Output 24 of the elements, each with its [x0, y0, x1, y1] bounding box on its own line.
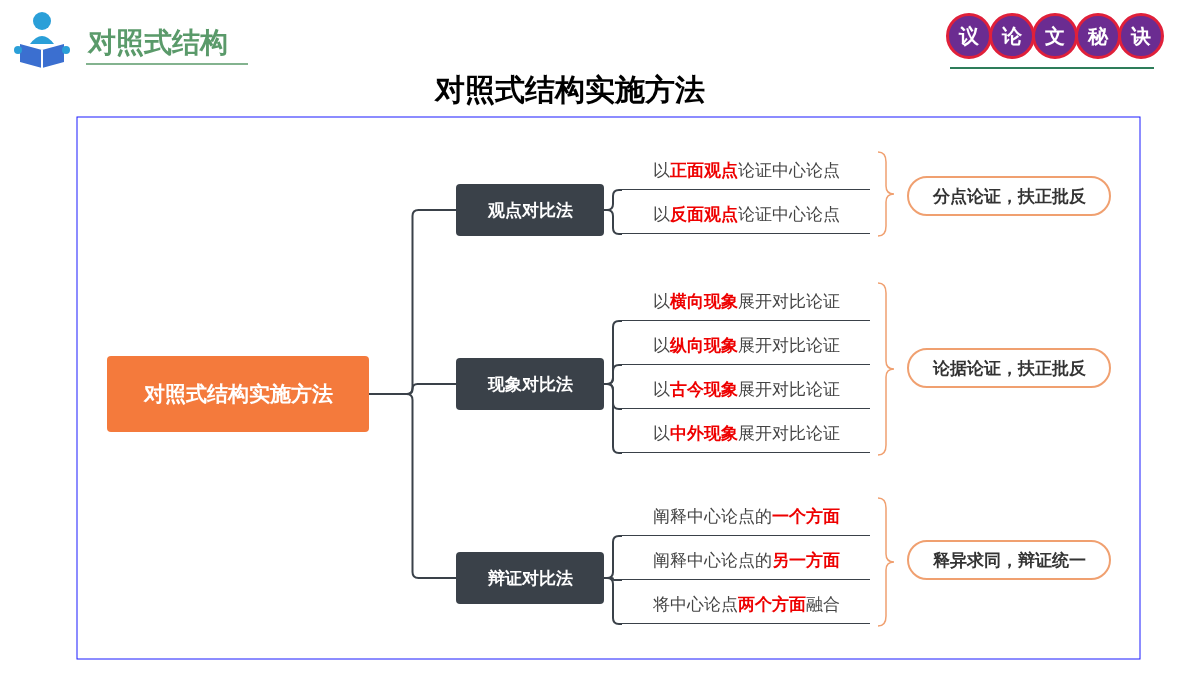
connector-line [368, 393, 457, 579]
leaf-text: 以横向现象展开对比论证 [622, 283, 870, 321]
character-circle: 论 [989, 13, 1035, 59]
character-circle: 秘 [1075, 13, 1121, 59]
branch-box: 观点对比法 [456, 184, 604, 236]
diagram-title: 对照式结构实施方法 [433, 71, 706, 109]
leaf-text: 以正面观点论证中心论点 [622, 152, 870, 190]
root-box: 对照式结构实施方法 [107, 356, 369, 432]
section-heading: 对照式结构 [88, 25, 228, 61]
character-circle: 诀 [1118, 13, 1164, 59]
leaf-text: 以反面观点论证中心论点 [622, 196, 870, 234]
leaf-text: 阐释中心论点的一个方面 [622, 498, 870, 536]
leaf-text: 以中外现象展开对比论证 [622, 415, 870, 453]
character-circle: 议 [946, 13, 992, 59]
character-circle: 文 [1032, 13, 1078, 59]
summary-pill: 分点论证，扶正批反 [907, 176, 1111, 216]
leaf-text: 以纵向现象展开对比论证 [622, 327, 870, 365]
branch-box: 辩证对比法 [456, 552, 604, 604]
branch-box: 现象对比法 [456, 358, 604, 410]
leaf-text: 以古今现象展开对比论证 [622, 371, 870, 409]
summary-pill: 论据论证，扶正批反 [907, 348, 1111, 388]
leaf-text: 阐释中心论点的另一方面 [622, 542, 870, 580]
summary-pill: 释异求同，辩证统一 [907, 540, 1111, 580]
leaf-text: 将中心论点两个方面融合 [622, 586, 870, 624]
